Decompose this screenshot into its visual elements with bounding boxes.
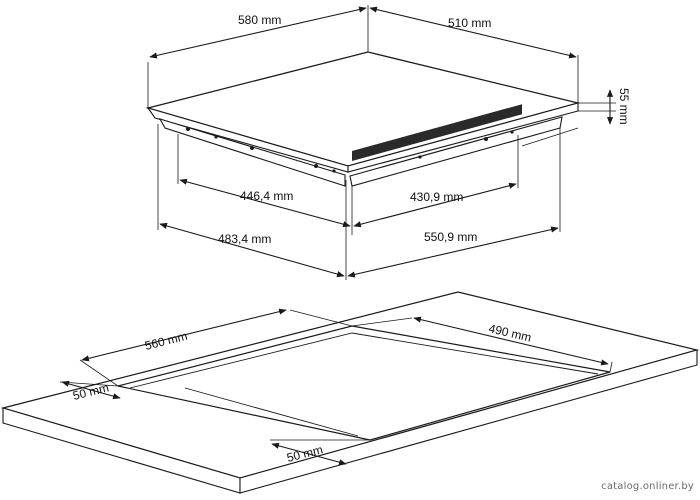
dim-line-width-top: [149, 6, 367, 59]
hob-screws: [186, 127, 514, 173]
watermark: catalog.onliner.by: [601, 481, 694, 492]
dim-line-cutout-width: [81, 308, 287, 362]
countertop-right: [239, 349, 698, 494]
label-inner-width: 446,4 mm: [240, 189, 293, 203]
dim-line-inner-depth: [353, 182, 517, 228]
hob-vent-strip: [352, 104, 522, 162]
hob-drawing: [145, 5, 616, 280]
label-outer-width: 483,4 mm: [218, 232, 271, 246]
dim-line-inner-width: [179, 178, 351, 228]
dim-line-outer-depth: [347, 226, 559, 278]
label-cutout-width: 560 mm: [143, 329, 188, 353]
label-depth-top: 510 mm: [448, 16, 491, 30]
dim-line-front-margin: [61, 380, 121, 400]
dim-line-cutout-depth: [413, 316, 609, 366]
label-height: 55 mm: [617, 88, 631, 125]
dim-line-side-margin: [271, 442, 347, 466]
label-outer-depth: 550,9 mm: [424, 230, 477, 244]
label-width-top: 580 mm: [238, 13, 281, 27]
dim-line-depth-top: [369, 6, 577, 59]
dim-line-outer-width: [159, 222, 345, 278]
countertop-drawing: [0, 291, 700, 494]
label-inner-depth: 430,9 mm: [410, 190, 463, 204]
